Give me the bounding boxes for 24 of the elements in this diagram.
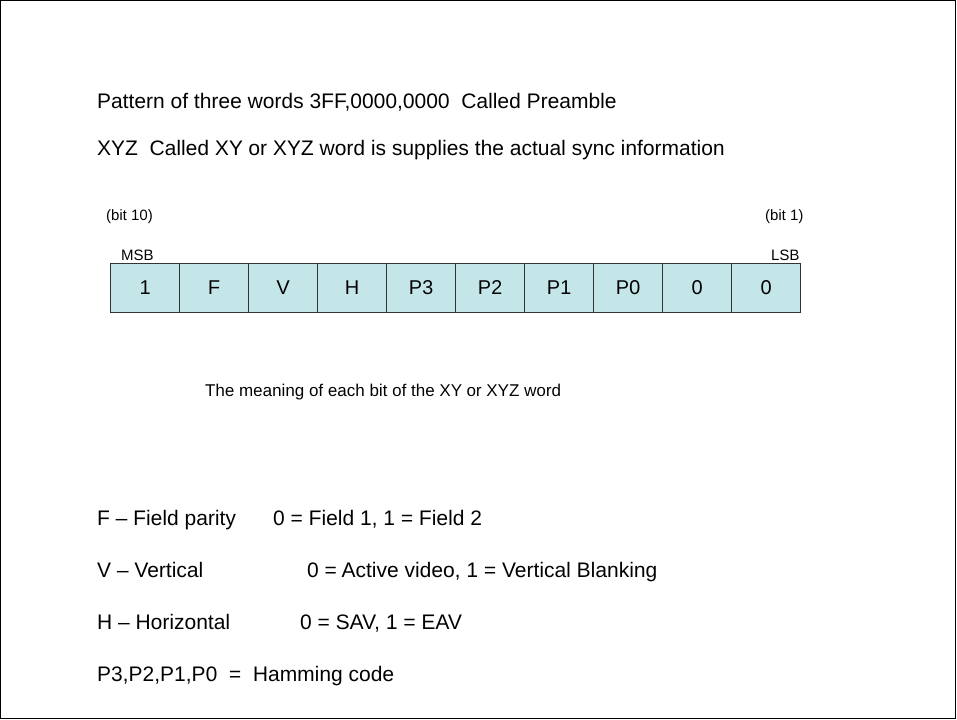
label-text: F – Field parity: [97, 506, 236, 532]
label-text: 0 = SAV, 1 = EAV: [300, 610, 462, 636]
label-text: (bit 1): [765, 206, 804, 226]
label-text: Pattern of three words 3FF,0000,0000 Called Preamble: [97, 89, 616, 115]
bit-cell: F: [179, 263, 249, 313]
label-text: P3,P2,P1,P0 = Hamming code: [97, 662, 394, 688]
bit-cell: H: [317, 263, 387, 313]
bit-cell: 0: [731, 263, 801, 313]
caption: The meaning of each bit of the XY or XYZ word: [205, 380, 561, 402]
bit-cell: P0: [593, 263, 663, 313]
label-text: MSB: [121, 246, 154, 266]
label-text: V – Vertical: [97, 558, 204, 584]
label-text: XYZ Called XY or XYZ word is supplies the actual sync information: [97, 136, 725, 162]
label-text: H – Horizontal: [97, 610, 230, 636]
bit-cell: P2: [455, 263, 525, 313]
bit-cell: P1: [524, 263, 594, 313]
bit-cell: 0: [662, 263, 732, 313]
label-text: (bit 10): [106, 206, 153, 226]
label-text: 0 = Field 1, 1 = Field 2: [273, 506, 482, 532]
label-text: 0 = Active video, 1 = Vertical Blanking: [307, 558, 658, 584]
label-text: LSB: [771, 246, 800, 266]
bit-cell: P3: [386, 263, 456, 313]
bit-cell: 1: [110, 263, 180, 313]
bit-cell: V: [248, 263, 318, 313]
